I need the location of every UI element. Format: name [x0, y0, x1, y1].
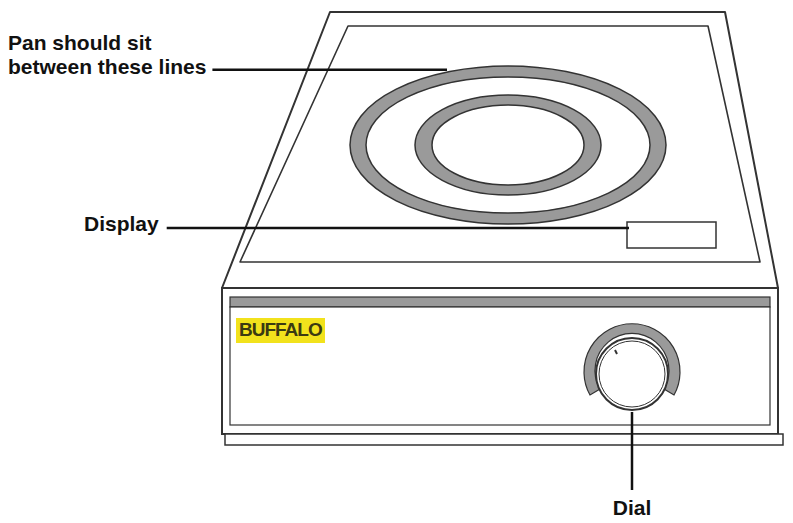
logo-text: BUFFALO — [239, 319, 322, 342]
pan-zone-rings — [350, 66, 666, 224]
control-dial — [584, 324, 680, 410]
glass-panel — [240, 26, 760, 262]
leader-line — [631, 412, 634, 490]
hob-top — [222, 12, 778, 288]
front-panel — [222, 288, 783, 445]
leader-line — [212, 68, 447, 71]
leader-line — [167, 227, 629, 230]
callout-label: Display — [84, 212, 159, 236]
callout-label: Dial — [613, 496, 652, 520]
display-window — [627, 222, 716, 248]
brand-logo: BUFFALO — [236, 318, 325, 343]
callout-label: Pan should sit between these lines — [8, 31, 240, 79]
